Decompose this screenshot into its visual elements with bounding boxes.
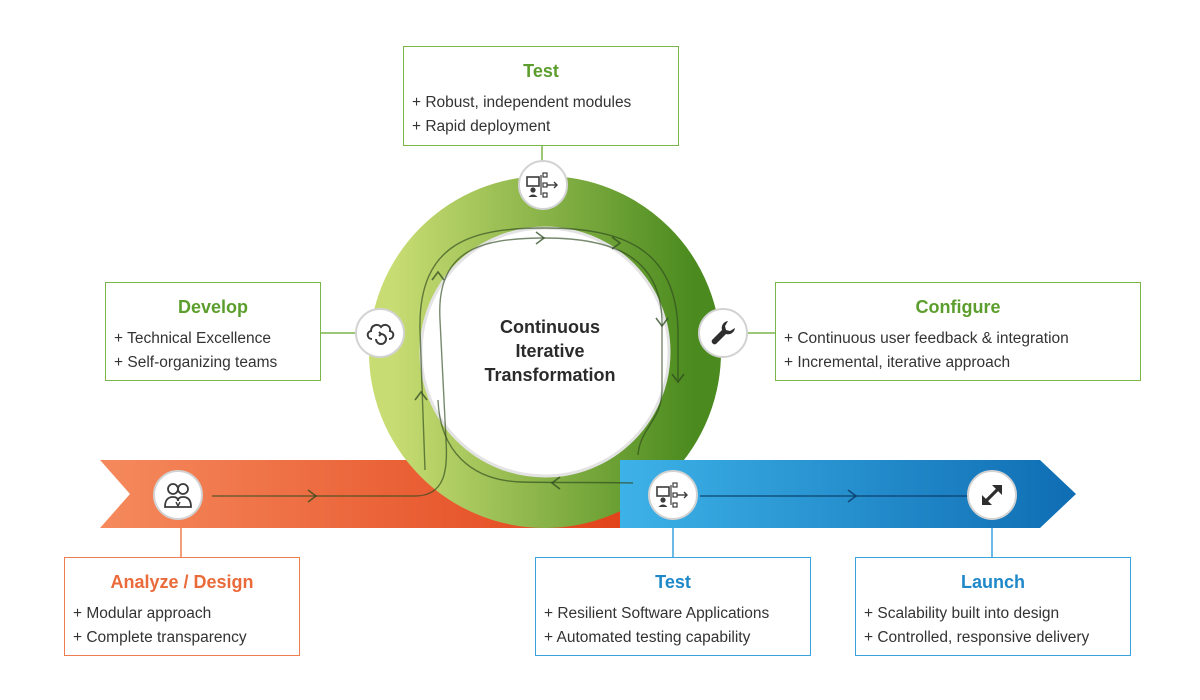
launch-item-2: + Controlled, responsive delivery: [864, 629, 1090, 646]
analyze-item-1: + Modular approach: [73, 605, 212, 622]
test-bottom-list: + Resilient Software Applications + Auto…: [536, 602, 810, 650]
develop-list: + Technical Excellence + Self-organizing…: [106, 327, 320, 375]
develop-item-1: + Technical Excellence: [114, 330, 271, 347]
develop-title: Develop: [177, 297, 249, 317]
test-bottom-title: Test: [655, 572, 691, 592]
test-top-title: Test: [523, 61, 559, 81]
wrench-icon: [698, 308, 748, 358]
launch-item-1: + Scalability built into design: [864, 605, 1060, 622]
test-top-list: + Robust, independent modules + Rapid de…: [404, 91, 678, 139]
cloud-sync-icon: [355, 308, 405, 358]
develop-box: Develop + Technical Excellence + Self-or…: [105, 282, 321, 381]
test-bottom-box: Test + Resilient Software Applications +…: [535, 557, 811, 656]
connector-lines: [320, 145, 775, 334]
center-line-2: Iterative: [515, 341, 585, 361]
configure-box: Configure + Continuous user feedback & i…: [775, 282, 1141, 381]
launch-band: [620, 460, 1076, 528]
center-line-3: Transformation: [484, 365, 616, 385]
center-line-1: Continuous: [500, 317, 600, 337]
center-label: Continuous Iterative Transformation: [470, 315, 630, 387]
test-workflow-icon: [518, 160, 568, 210]
flow-arrows: [307, 231, 685, 503]
configure-list: + Continuous user feedback & integration…: [776, 327, 1140, 375]
test-bottom-item-1: + Resilient Software Applications: [544, 605, 770, 622]
analyze-item-2: + Complete transparency: [73, 629, 247, 646]
configure-item-1: + Continuous user feedback & integration: [784, 330, 1069, 347]
test-workflow-icon: [648, 470, 698, 520]
configure-item-2: + Incremental, iterative approach: [784, 354, 1011, 371]
expand-arrow-icon: [967, 470, 1017, 520]
test-bottom-item-2: + Automated testing capability: [544, 629, 751, 646]
test-top-item-2: + Rapid deployment: [412, 118, 551, 135]
launch-title: Launch: [960, 572, 1025, 592]
analyze-title: Analyze / Design: [110, 572, 254, 592]
develop-item-2: + Self-organizing teams: [114, 354, 278, 371]
ring-inner-fill: [421, 228, 669, 476]
launch-list: + Scalability built into design + Contro…: [856, 602, 1130, 650]
launch-box: Launch + Scalability built into design +…: [855, 557, 1131, 656]
launch-flow-arrow: [847, 489, 858, 503]
configure-title: Configure: [915, 297, 1001, 317]
analyze-box: Analyze / Design + Modular approach + Co…: [64, 557, 300, 656]
analyst-people-icon: [153, 470, 203, 520]
test-top-box: Test + Robust, independent modules + Rap…: [403, 46, 679, 146]
test-top-item-1: + Robust, independent modules: [412, 94, 632, 111]
analyze-list: + Modular approach + Complete transparen…: [65, 602, 299, 650]
